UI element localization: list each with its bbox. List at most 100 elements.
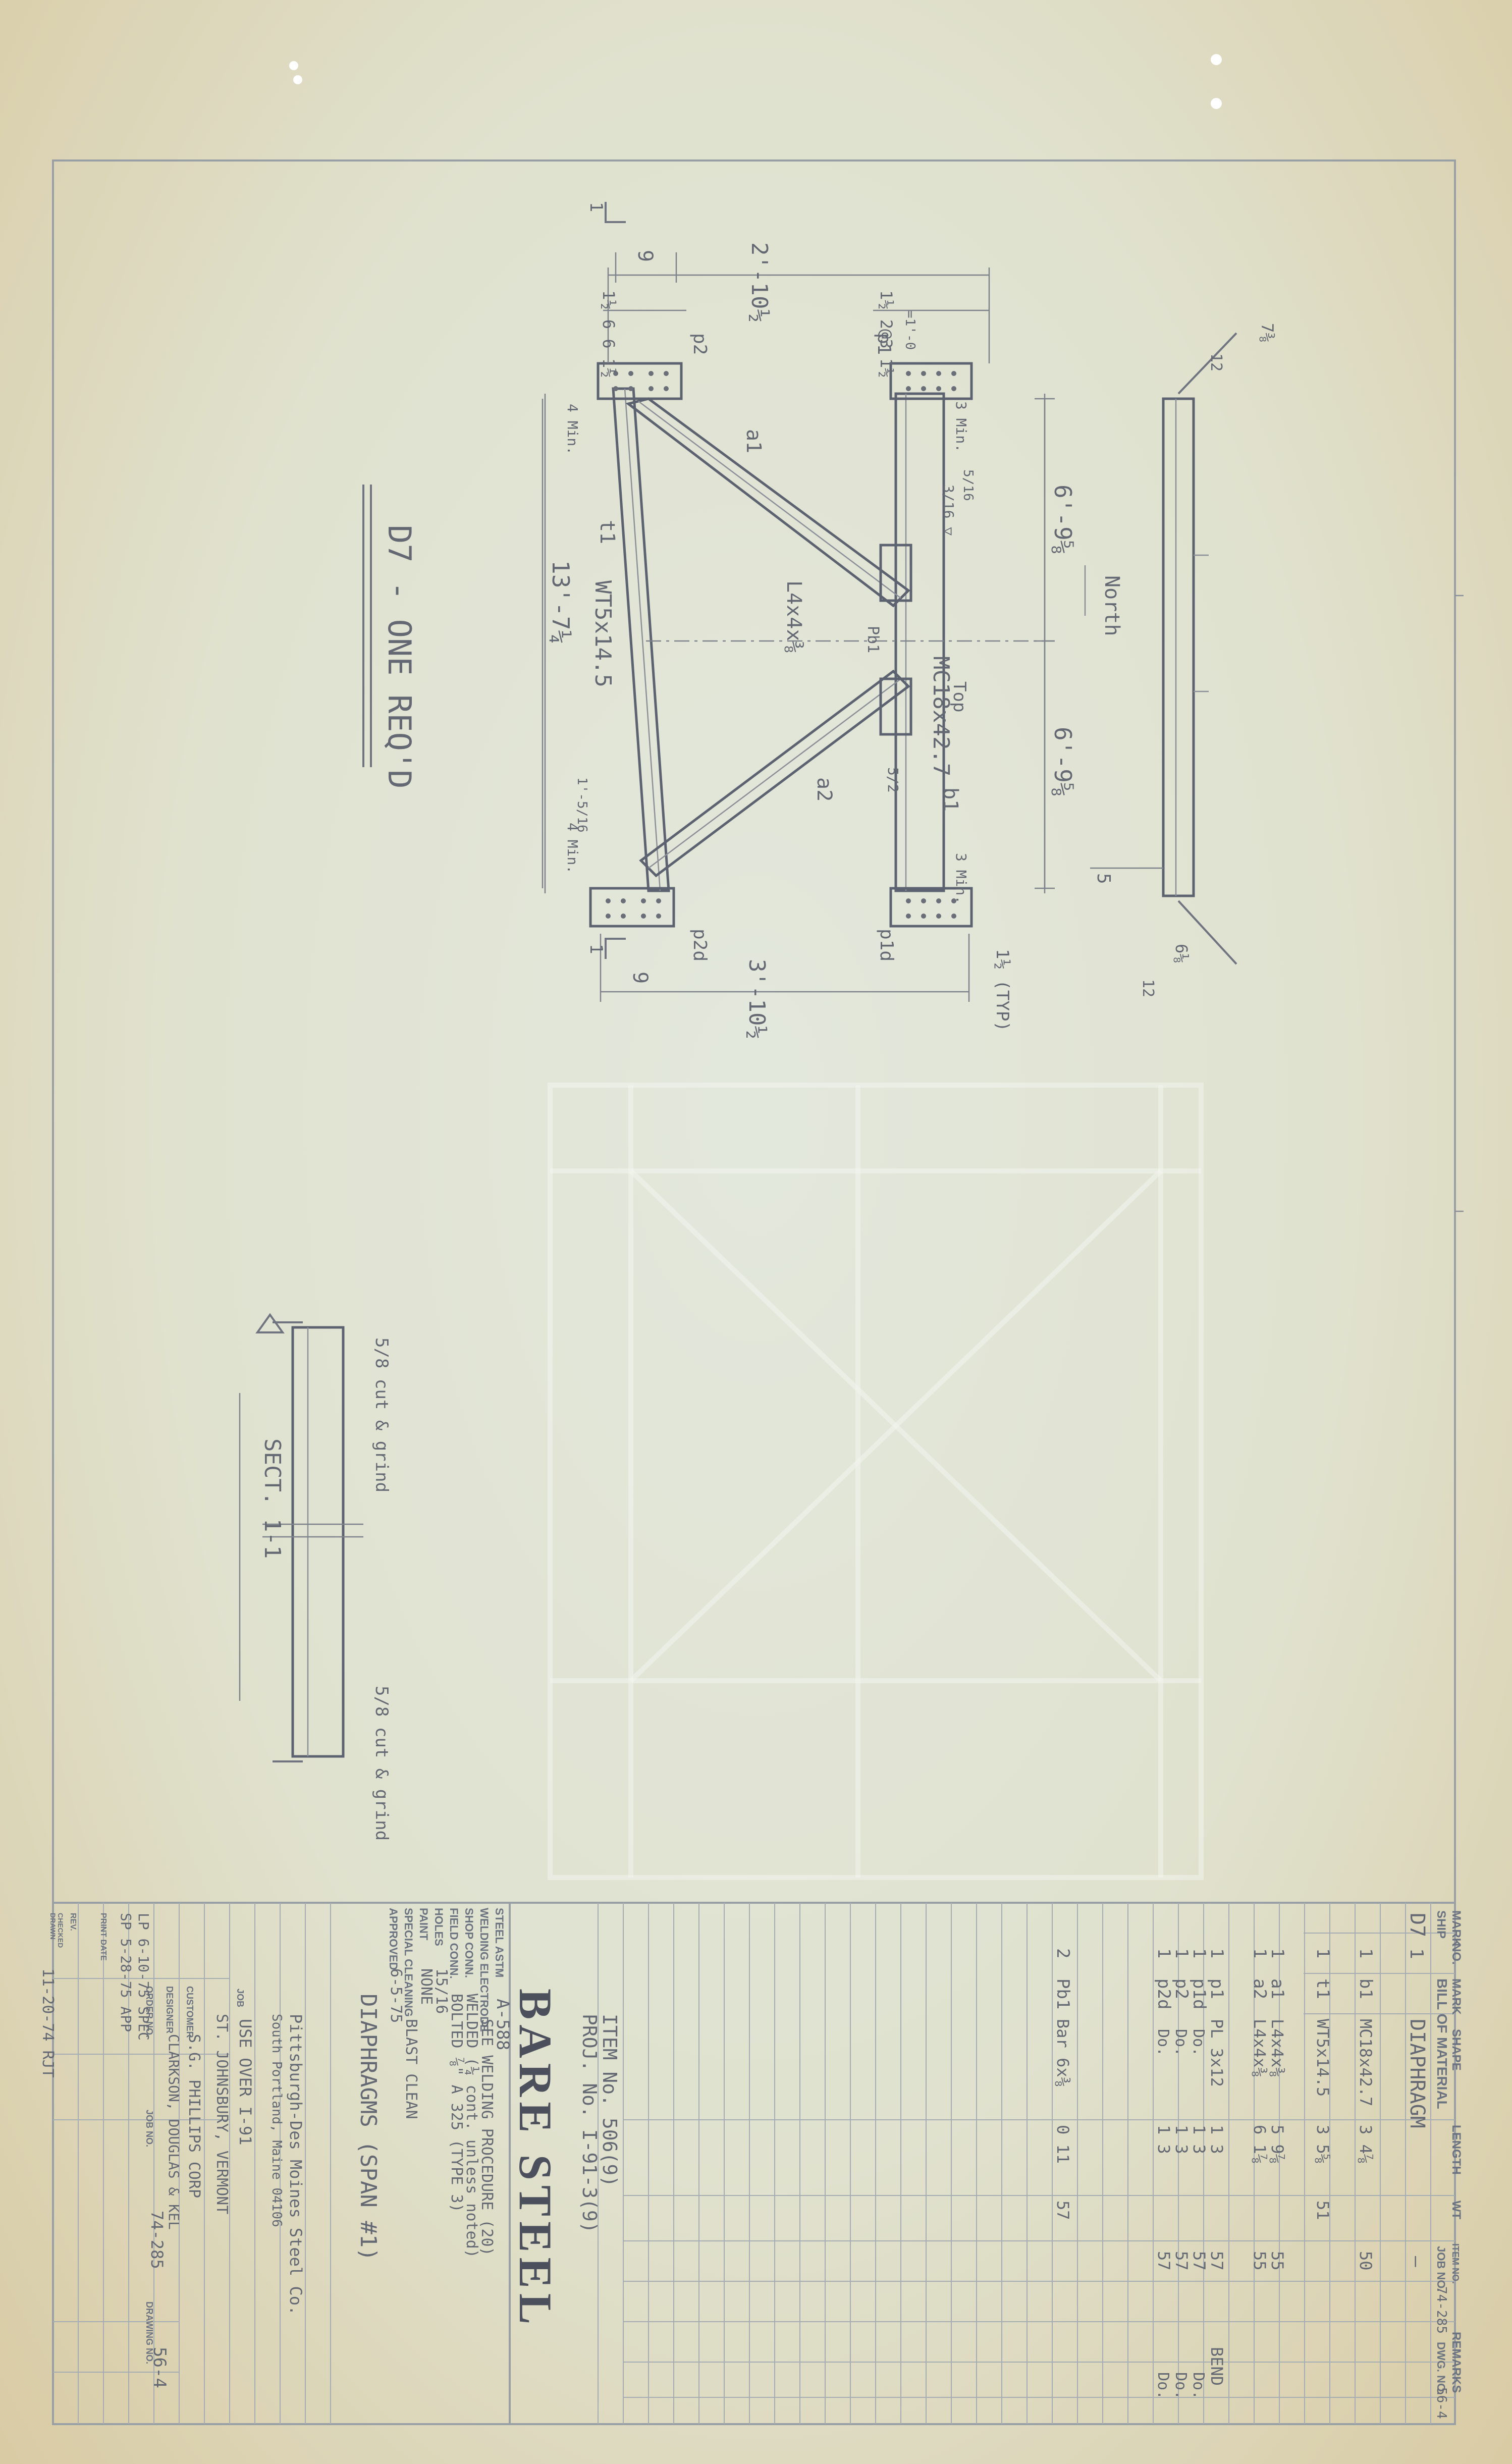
note-label: SPECIAL CLEANING: [402, 1908, 415, 2017]
section-1-1: [239, 1313, 363, 1762]
bill-cell: 1: [1356, 1948, 1376, 1958]
dim-left-offset-top: 9: [633, 250, 657, 262]
company-name: Pittsburgh-Des Moines Steel Co.: [286, 2014, 305, 2315]
top-chord-mark: t1: [596, 520, 619, 544]
bill-header-dwg-label: DWG. NO.: [1435, 2342, 1447, 2395]
punch-hole: [1211, 98, 1222, 109]
dim-right-lower: 6'-9⅝: [1049, 727, 1076, 796]
bottom-chord-mc: [894, 392, 945, 892]
bill-cell: Do.: [1154, 2029, 1172, 2056]
note-value: BOLTED ⅞" A 325 (TYPE 3): [448, 1994, 465, 2212]
bill-cell: 55: [1250, 2251, 1269, 2271]
bill-cell: 1: [1154, 1948, 1174, 1958]
bevel-line-bottom: [1177, 900, 1237, 965]
bill-cell: L4x4x⅜: [1250, 2019, 1269, 2077]
bottom-chord-label: MC18x42.7: [928, 656, 954, 776]
bill-cell: p1: [1207, 1978, 1227, 1999]
dim-left-height: 13'-7¼: [547, 560, 574, 644]
bill-cell: 57: [1172, 2251, 1191, 2271]
bill-header-length: LENGTH: [1449, 2125, 1463, 2175]
top-chord-label: WT5x14.5: [590, 580, 616, 687]
customer-label: CUSTOMER: [185, 1986, 195, 2038]
job-name: USE OVER I-91: [236, 2019, 255, 2145]
company-address: South Portland, Maine 04106: [269, 2014, 284, 2227]
title-block-grid: [52, 1902, 511, 2425]
bill-cell: MC18x42.7: [1356, 2019, 1375, 2106]
designer-label: DESIGNER: [165, 1986, 175, 2033]
bill-cell: 57: [1053, 2201, 1072, 2220]
job-label: JOB: [235, 1989, 245, 2007]
drawing-no-label: DRAWING NO.: [144, 2301, 154, 2364]
note-label: STEEL ASTM: [493, 1908, 506, 1977]
dim-bottom-width: 3'-10½: [744, 959, 770, 1039]
bill-header-mark2: MARK: [1449, 1978, 1463, 2015]
order-label: ORDER NO.: [144, 1986, 154, 2038]
north-label: North: [1100, 575, 1123, 636]
bill-cell: 1: [1313, 1948, 1333, 1958]
bill-cell: p2d: [1154, 1978, 1174, 2009]
bill-cell: Do.: [1172, 2372, 1190, 2399]
end-view-member: [1162, 397, 1195, 897]
project-number: PROJ. No. I-91-3(9): [578, 2014, 601, 2233]
bill-cell: PL 3x12: [1207, 2019, 1226, 2087]
plate-p1d-label: p1d: [876, 929, 897, 961]
section-mark-top: 1: [586, 202, 606, 212]
dim-1-5: 1'-5/16: [574, 777, 589, 833]
bill-cell: 1: [1171, 1948, 1192, 1958]
rev-label: REV.: [69, 1913, 77, 1931]
section-mark-bottom: 1: [586, 944, 606, 954]
gusset-p1d: [889, 887, 973, 928]
section-title: SECT. 1-1: [259, 1438, 285, 1559]
note-label: SHOP CONN.: [463, 1908, 475, 1978]
checked-label: CHECKED: [57, 1913, 65, 1948]
bill-header-mark: MARK: [1449, 1910, 1463, 1947]
bill-cell: Bar 6x⅜: [1053, 2019, 1072, 2087]
dim-gusset-spacing-right-sub: =1'-0: [902, 310, 917, 350]
diagonal-a1: [625, 397, 910, 608]
bill-header-dwg-no: 56-4: [1434, 2387, 1449, 2419]
filler-pb1-lower: [879, 677, 912, 736]
drawing-no: 56-4: [149, 2347, 170, 2388]
dim-min4-top: 4 Min.: [564, 404, 581, 455]
dim-typ: 1½ (TYP): [992, 949, 1012, 1032]
drawn-date: 11-20-74 RJT: [39, 1968, 57, 2078]
bill-cell: DIAPHRAGM: [1406, 2019, 1429, 2128]
bill-cell: 0 11: [1053, 2125, 1072, 2164]
top-chord-stem: [624, 388, 661, 891]
punch-hole: [293, 75, 302, 84]
bill-cell: 2: [1053, 1948, 1073, 1958]
note-label: WELDING ELECTRODE: [478, 1908, 491, 2032]
bill-cell: a1: [1267, 1978, 1287, 1999]
gusset-p2: [597, 362, 683, 400]
dim-top-width: 2'-10½: [746, 242, 772, 323]
bill-cell: 57: [1190, 2251, 1209, 2271]
bill-cell: 1 3: [1190, 2125, 1209, 2154]
title-block: DIAPHRAGMS (SPAN #1) Pittsburgh-Des Moin…: [39, 1913, 381, 2388]
job-no: 74-285: [147, 2211, 167, 2269]
dim-right-end: 5: [1093, 873, 1114, 884]
bill-cell: WT5x14.5: [1313, 2019, 1332, 2097]
gusset-p1: [889, 362, 973, 400]
plate-p2d-label: p2d: [689, 929, 710, 961]
bill-cell: Do.: [1190, 2029, 1207, 2056]
bill-cell: 1 3: [1172, 2125, 1191, 2154]
bill-header-shape: SHAPE: [1449, 2029, 1463, 2071]
dim-left-offset-bottom: 9: [628, 972, 652, 984]
bill-cell: 1 3: [1154, 2125, 1173, 2154]
angle-label: L4x4x⅜: [782, 580, 805, 654]
bill-cell: Do.: [1172, 2029, 1190, 2056]
bill-cell: L4x4x⅜: [1268, 2019, 1287, 2077]
bill-of-material-grid: [509, 1902, 1456, 2425]
print-date-1: SP 5-28-75 APP: [118, 1913, 134, 2032]
bottom-chord-mark: b1: [939, 787, 962, 812]
bill-header-item: ITEM NO.: [1450, 2243, 1461, 2284]
filler-pb1-upper: [879, 544, 912, 602]
bevel-line-top: [1177, 332, 1237, 395]
print-date-2: LP 6-10-75 SPEC: [135, 1913, 152, 2041]
bill-cell: 1: [1406, 1948, 1427, 1959]
bill-cell: 57: [1154, 2251, 1173, 2271]
bill-cell: Do.: [1190, 2372, 1207, 2399]
section-note-bottom: 5/8 cut & grind: [371, 1686, 392, 1841]
punch-hole: [1211, 54, 1222, 65]
